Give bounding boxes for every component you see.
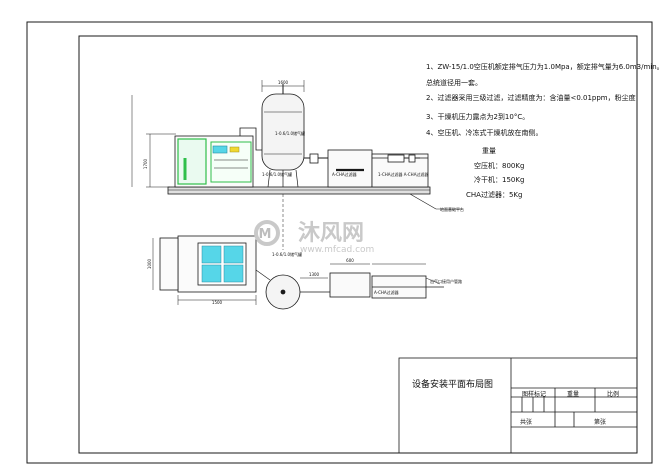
dimension-texts: 1600 1700 1500 1000 1300 600 (143, 80, 354, 305)
outlet-valve (408, 154, 416, 163)
dim-plan-height: 1000 (147, 258, 152, 269)
label-filter-plan: 1-0.6/1.0储气罐 (272, 251, 302, 257)
note-1: 1、ZW-15/1.0空压机额定排气压力为1.0Mpa，额定排气量为6.0m3/… (426, 63, 664, 71)
label-right-plan: 出气口接用户管路 (430, 278, 462, 284)
dim-plan-width: 1500 (212, 300, 223, 305)
watermark-logo-icon (254, 220, 280, 246)
note-4: 4、空压机、冷冻式干燥机放在南侧。 (426, 129, 543, 137)
compressor-panel-green (177, 138, 207, 185)
tb-scale: 比例 (607, 391, 620, 398)
dryer-plan (329, 272, 371, 298)
watermark-brand: 沐风网 (298, 221, 364, 246)
plan-view (152, 235, 444, 310)
note-3: 3、干燥机压力露点为2到10°C。 (426, 113, 530, 121)
tb-mark: 图样标记 (522, 391, 547, 398)
svg-text:M: M (259, 227, 272, 242)
watermark: M 沐风网 www.mfcad.com (254, 220, 374, 255)
label-floor: 地面基础平台 (440, 206, 464, 212)
label-dryer-plan: A-CHA过滤器 (374, 289, 399, 295)
dim-top: 1600 (278, 80, 289, 85)
label-dryer-side: 1-CHA过滤器 A-CHA过滤器 (378, 171, 428, 177)
elevation-view (131, 80, 462, 250)
note-1b: 总统道径用一套。 (426, 79, 482, 87)
watermark-url: www.mfcad.com (300, 245, 374, 255)
weight-dryer: 冷干机：150Kg (474, 176, 525, 184)
valve (309, 153, 319, 164)
drawing-title: 设备安装平面布局图 (412, 380, 494, 390)
equipment-labels: 1-0.6/1.0储气罐 1-0.6/1.0储气罐 A-CHA过滤器 1-CHA… (262, 130, 464, 295)
weight-filter: CHA过滤器：5Kg (466, 191, 523, 199)
weights-heading: 重量 (482, 147, 496, 155)
dim-pipe: 1300 (309, 272, 320, 277)
outer-border (26, 21, 653, 464)
inner-border (78, 35, 638, 454)
inline-filter (387, 154, 405, 163)
label-filter-side: A-CHA过滤器 (332, 171, 357, 177)
tb-sheet-no: 第张 (594, 419, 607, 426)
compressor-label-plate (229, 146, 240, 153)
cooler-fans (201, 245, 244, 283)
weight-compressor: 空压机：800Kg (474, 162, 525, 170)
title-block (398, 357, 638, 454)
label-tank-side: 1-0.6/1.0储气罐 (275, 130, 305, 136)
compressor-plan-side (159, 237, 179, 291)
label-tank-base: 1-0.6/1.0储气罐 (262, 171, 292, 177)
refrigerated-dryer (327, 149, 373, 188)
compressor-display (212, 145, 228, 154)
dim-left: 1700 (143, 158, 148, 169)
tb-weight: 重量 (567, 391, 580, 398)
dim-dryer: 600 (346, 258, 354, 263)
note-2: 2、过滤器采用三级过滤，过滤精度为：含油量<0.01ppm，粉尘度 (426, 94, 636, 102)
floor-slab (167, 186, 431, 195)
tb-total-sheets: 共张 (520, 419, 533, 426)
